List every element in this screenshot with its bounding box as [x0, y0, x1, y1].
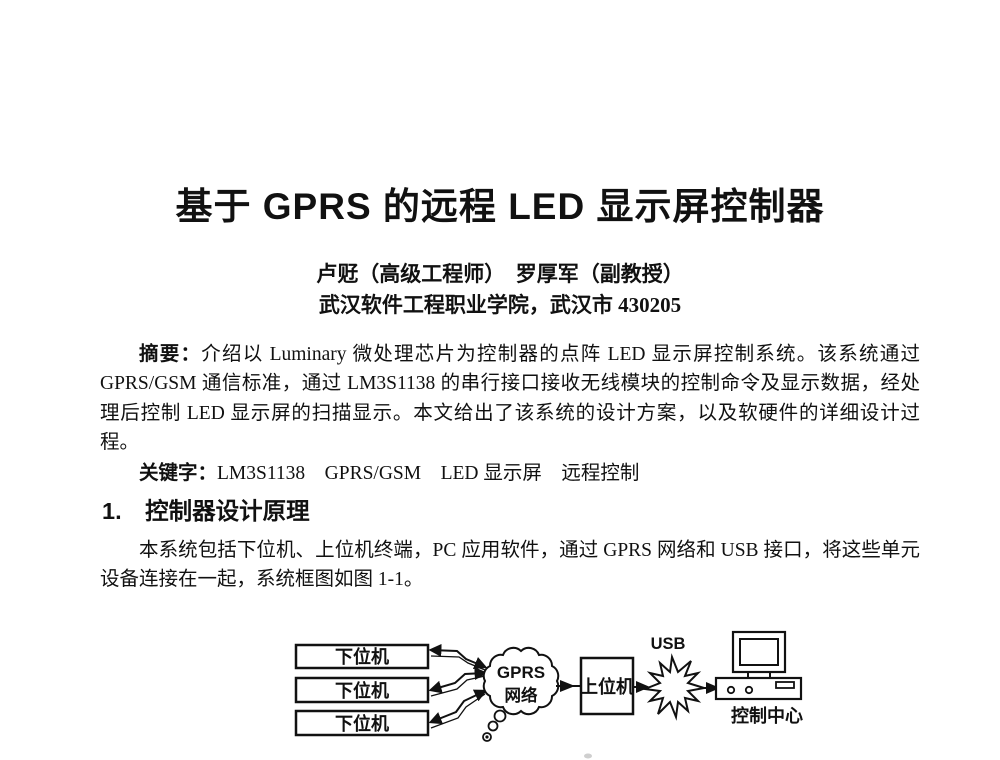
authors-line: 卢觃（高级工程师） 罗厚军（副教授）	[316, 262, 684, 286]
section-1-paragraph: 本系统包括下位机、上位机终端，PC 应用软件，通过 GPRS 网络和 USB 接…	[100, 540, 920, 591]
arrow-upper-to-usb	[633, 681, 650, 693]
gprs-cloud-label-line2: 网络	[505, 685, 539, 705]
lower-machine-boxes: 下位机 下位机 下位机	[294, 643, 430, 737]
paper-title: 基于 GPRS 的远程 LED 显示屏控制器	[175, 186, 825, 227]
lower-machine-box	[294, 643, 430, 670]
keywords-line: 关键字：LM3S1138 GPRS/GSM LED 显示屏 远程控制	[100, 456, 920, 485]
cut-off-caption-smudge	[584, 753, 592, 759]
lower-machine-label: 下位机	[335, 646, 389, 667]
gprs-cloud-label-line1: GPRS	[497, 663, 545, 682]
lower-machine-box	[294, 676, 430, 704]
keywords-label: 关键字：	[139, 462, 218, 484]
arrow-usb-to-computer	[701, 682, 720, 694]
arrow-cloud-to-upper	[556, 680, 580, 692]
lower-machine-box	[294, 709, 430, 737]
control-center-label: 控制中心	[731, 705, 803, 726]
abstract-text: 介绍以 Luminary 微处理芯片为控制器的点阵 LED 显示屏控制系统。该系…	[100, 344, 920, 453]
monitor-screen	[739, 638, 779, 666]
lower-machine-label: 下位机	[335, 680, 389, 701]
gprs-cloud-icon: GPRS 网络	[482, 646, 560, 742]
abstract-label: 摘要：	[139, 343, 202, 365]
affiliation-line: 武汉软件工程职业学院，武汉市 430205	[318, 293, 682, 317]
section-1-heading: 1. 控制器设计原理	[102, 498, 310, 524]
upper-machine-label: 上位机	[580, 676, 634, 697]
usb-burst-icon: USB	[641, 635, 705, 721]
drive-slot	[775, 681, 795, 689]
control-center-computer-icon: 控制中心	[714, 630, 803, 726]
usb-label: USB	[651, 635, 686, 653]
radio-link-icon	[428, 643, 488, 729]
abstract-paragraph: 摘要：介绍以 Luminary 微处理芯片为控制器的点阵 LED 显示屏控制系统…	[100, 340, 920, 457]
upper-machine-box: 上位机	[579, 656, 635, 716]
keywords-text: LM3S1138 GPRS/GSM LED 显示屏 远程控制	[217, 463, 640, 484]
lower-machine-label: 下位机	[335, 713, 389, 734]
